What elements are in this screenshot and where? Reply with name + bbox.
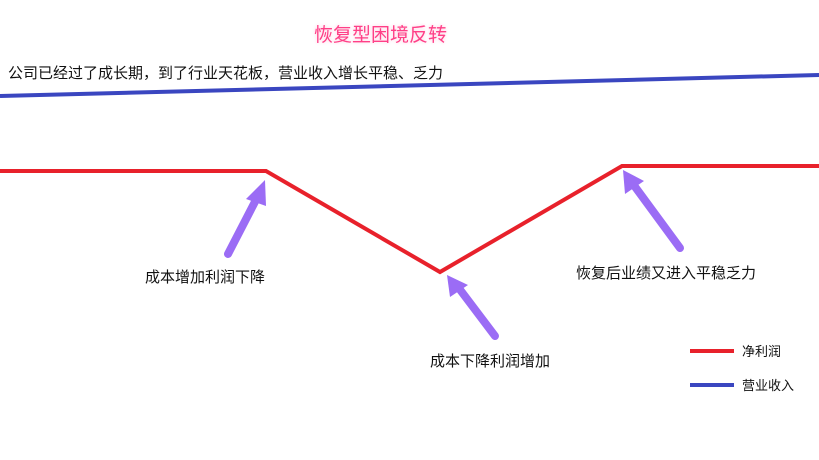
legend-swatch-revenue [690,382,734,387]
legend-swatch-net-profit [690,348,734,353]
annotation-cost-down: 成本下降利润增加 [430,352,551,370]
arrow-up-icon [623,170,684,252]
legend-label-net-profit: 净利润 [742,345,782,360]
diagram-subtitle: 公司已经过了成长期，到了行业天花板，营业收入增长平稳、乏力 [8,64,444,82]
net-profit-line [0,164,819,275]
legend-item-net-profit: 净利润 [690,341,781,360]
diagram-title: 恢复型困境反转 [314,24,448,46]
arrow-up-icon [447,275,499,340]
legend-item-revenue: 营业收入 [690,375,794,394]
arrow-up-icon [224,180,266,258]
revenue-line [0,73,819,98]
legend-label-revenue: 营业收入 [742,379,795,394]
annotation-cost-up: 成本增加利润下降 [145,268,266,286]
annotation-recover: 恢复后业绩又进入平稳乏力 [576,264,757,282]
